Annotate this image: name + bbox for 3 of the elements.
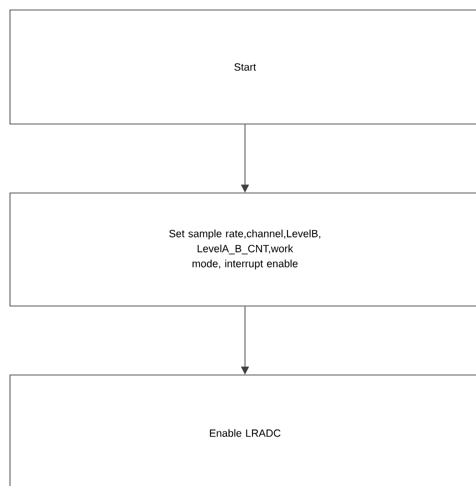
- process-box: Enable LRADC: [10, 374, 476, 486]
- process-box: Set sample rate,channel,LevelB, LevelA_B_CNT,work mode, interrupt enable: [10, 192, 476, 306]
- process-box: Start: [10, 10, 476, 124]
